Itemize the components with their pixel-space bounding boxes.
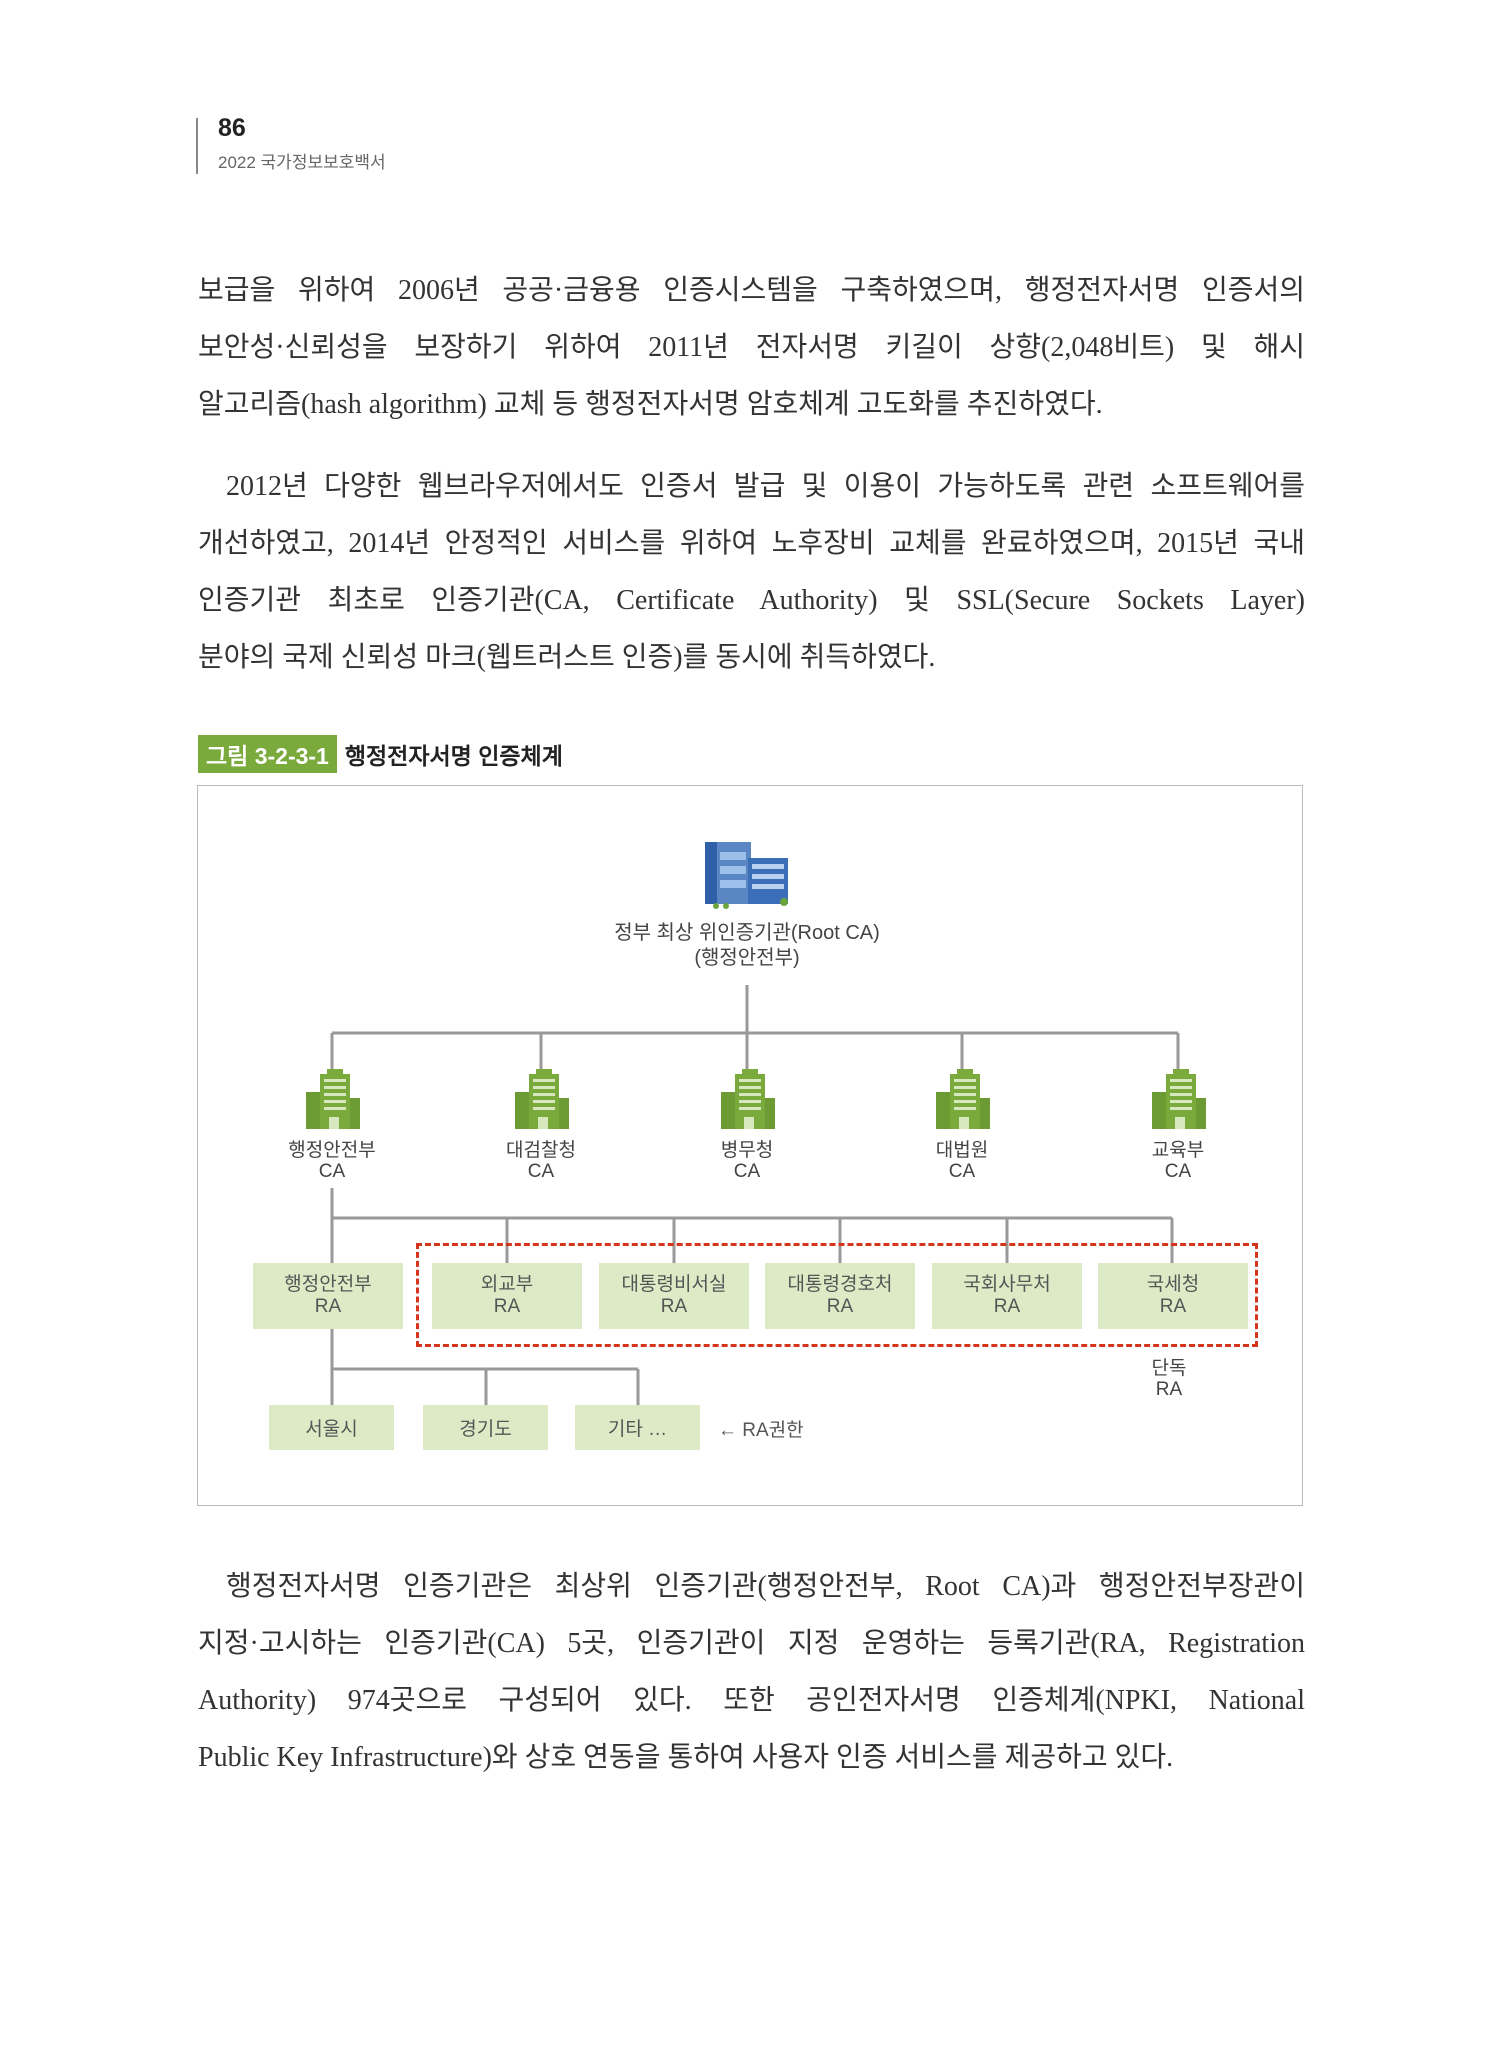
ra-type: RA xyxy=(493,1296,521,1317)
ca-name: 행정안전부 xyxy=(288,1140,376,1161)
text-line: 개선하였고, 2014년 안정적인 서비스를 위하여 노후장비 교체를 완료하였… xyxy=(198,528,1305,559)
figure-title: 행정전자서명 인증체계 xyxy=(344,743,563,769)
ra-name: 국회사무처 xyxy=(963,1274,1051,1295)
paragraph-3: 행정전자서명 인증기관은 최상위 인증기관(행정안전부, Root CA)과 행… xyxy=(198,1558,1305,1786)
text-line: Public Key Infrastructure)와 상호 연동을 통하여 사… xyxy=(198,1742,1174,1773)
text-line: 알고리즘(hash algorithm) 교체 등 행정전자서명 암호체계 고도… xyxy=(198,389,1103,420)
sub-ra-box: 서울시 xyxy=(269,1405,394,1450)
ca-type: CA xyxy=(1164,1161,1192,1182)
text-line: 2012년 다양한 웹브라우저에서도 인증서 발급 및 이용이 가능하도록 관련… xyxy=(226,471,1305,502)
text-line: Authority) 974곳으로 구성되어 있다. 또한 공인전자서명 인증체… xyxy=(198,1685,1305,1716)
ra-name: 국세청 xyxy=(1146,1274,1200,1295)
ra-type: RA xyxy=(314,1296,342,1317)
standalone-ra-group xyxy=(416,1243,1258,1347)
ca-type: CA xyxy=(948,1161,976,1182)
text-line: 행정전자서명 인증기관은 최상위 인증기관(행정안전부, Root CA)과 행… xyxy=(226,1571,1305,1602)
ca-type: CA xyxy=(318,1161,346,1182)
text-line: 보급을 위하여 2006년 공공·금융용 인증시스템을 구축하였으며, 행정전자… xyxy=(198,275,1305,306)
ca-type: CA xyxy=(527,1161,555,1182)
figure-number: 그림 3-2-3-1 xyxy=(198,735,337,773)
ra-name: 대통령비서실 xyxy=(621,1274,727,1295)
sub-ra-box: 경기도 xyxy=(423,1405,548,1450)
text-line: 인증기관 최초로 인증기관(CA, Certificate Authority)… xyxy=(198,585,1305,616)
paragraph-1: 보급을 위하여 2006년 공공·금융용 인증시스템을 구축하였으며, 행정전자… xyxy=(198,262,1305,433)
root-ca-name: 정부 최상 위인증기관(Root CA) xyxy=(614,922,880,944)
ra-name: 대통령경호처 xyxy=(787,1274,893,1295)
ra-name: 외교부 xyxy=(480,1274,534,1295)
standalone-label-line: RA xyxy=(1155,1379,1183,1400)
paragraph-2: 2012년 다양한 웹브라우저에서도 인증서 발급 및 이용이 가능하도록 관련… xyxy=(198,458,1305,686)
text-line: 분야의 국제 신뢰성 마크(웹트러스트 인증)를 동시에 취득하였다. xyxy=(198,642,936,673)
ca-name: 대검찰청 xyxy=(506,1140,576,1161)
header-divider xyxy=(196,118,198,174)
ra-authority-label: ← RA권한 xyxy=(718,1420,804,1441)
book-title: 2022 국가정보보호백서 xyxy=(218,153,386,172)
root-ca-label: 정부 최상 위인증기관(Root CA) (행정안전부) xyxy=(614,921,880,971)
ra-name: 행정안전부 xyxy=(284,1274,372,1295)
page-number: 86 xyxy=(218,114,246,142)
text-line: 보안성·신뢰성을 보장하기 위하여 2011년 전자서명 키길이 상향(2,04… xyxy=(198,332,1305,363)
root-ca-building-icon xyxy=(705,842,788,909)
text-line: 지정·고시하는 인증기관(CA) 5곳, 인증기관이 지정 운영하는 등록기관(… xyxy=(198,1628,1305,1659)
ra-type: RA xyxy=(1159,1296,1187,1317)
diagram-frame xyxy=(197,785,1303,1506)
ca-name: 교육부 xyxy=(1151,1140,1205,1161)
root-ca-org: (행정안전부) xyxy=(694,947,800,969)
ca-name: 병무청 xyxy=(720,1140,774,1161)
ra-type: RA xyxy=(660,1296,688,1317)
ra-type: RA xyxy=(993,1296,1021,1317)
standalone-label-line: 단독 xyxy=(1151,1358,1187,1379)
ca-name: 대법원 xyxy=(935,1140,989,1161)
ra-type: RA xyxy=(826,1296,854,1317)
sub-ra-box: 기타 … xyxy=(575,1405,700,1450)
figure-caption: 그림 3-2-3-1 행정전자서명 인증체계 xyxy=(198,735,563,773)
ca-type: CA xyxy=(733,1161,761,1182)
